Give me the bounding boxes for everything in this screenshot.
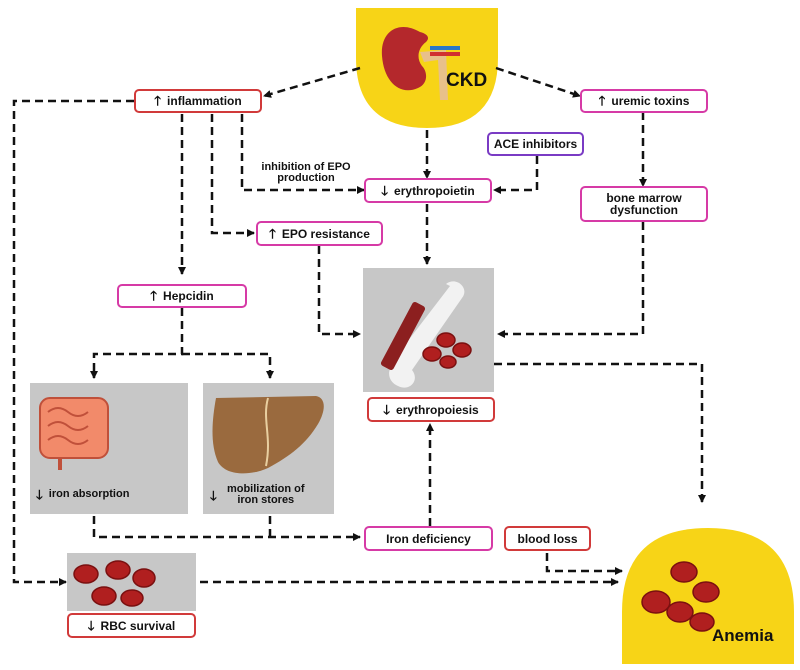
box-rbc-survival: 🡓 RBC survival [67, 613, 196, 638]
box-blood-loss: blood loss [504, 526, 591, 551]
erythropoietin-label: erythropoietin [394, 183, 475, 198]
intestine-icon [39, 397, 109, 470]
box-iron-deficiency: Iron deficiency [364, 526, 493, 551]
down-arrow-icon: 🡓 [381, 182, 389, 198]
anemia-title: Anemia [712, 626, 774, 645]
box-hepcidin: 🡑 Hepcidin [117, 284, 247, 308]
up-arrow-icon: 🡑 [598, 93, 606, 108]
mobilization-caption: 🡓 mobilization of iron stores [210, 484, 332, 506]
edge-ace-epo [493, 156, 539, 194]
edge-hepcidin-split [90, 308, 184, 379]
box-erythropoiesis: 🡓 erythropoiesis [367, 397, 495, 422]
hepcidin-label: Hepcidin [163, 289, 214, 303]
box-inflammation: 🡑 inflammation [134, 89, 262, 113]
erythropoiesis-label: erythropoiesis [396, 402, 479, 417]
up-arrow-icon: 🡑 [269, 225, 276, 241]
down-arrow-icon: 🡓 [87, 617, 95, 633]
box-erythropoietin: 🡓 erythropoietin [364, 178, 492, 203]
edge-intestine-irondef [92, 516, 361, 541]
box-bone-marrow: bone marrow dysfunction [580, 186, 708, 222]
bone-icon [380, 281, 465, 388]
edge-inflammation-epo [240, 114, 365, 194]
edge-inflammation-rbc [12, 99, 134, 586]
ckd-blob [356, 8, 498, 128]
blood-loss-label: blood loss [517, 531, 578, 546]
iron-deficiency-label: Iron deficiency [386, 531, 471, 546]
connectors [12, 66, 706, 586]
inflammation-label: inflammation [167, 94, 242, 108]
up-arrow-icon: 🡑 [154, 93, 162, 108]
rbc-survival-cells [73, 560, 156, 607]
edge-bloodloss-anemia [545, 553, 623, 575]
kidney-icon [381, 26, 460, 100]
iron-absorption-caption: 🡓 iron absorption [36, 487, 184, 502]
up-arrow-icon: 🡑 [150, 288, 158, 303]
edge-ckd-inflammation [263, 66, 361, 98]
bone-marrow-label: bone marrow dysfunction [606, 191, 682, 217]
inhibition-epo-label: inhibition of EPO production [261, 161, 351, 184]
down-arrow-icon: 🡓 [36, 487, 43, 502]
box-epo-resistance: 🡑 EPO resistance [256, 221, 383, 246]
down-arrow-icon: 🡓 [210, 487, 217, 503]
edge-ckd-uremic [495, 66, 581, 98]
edge-hepcidin-liver [182, 352, 274, 379]
edge-bonemarrow-erythropoiesis [497, 222, 645, 338]
box-uremic-toxins: 🡑 uremic toxins [580, 89, 708, 113]
box-ace-inhibitors: ACE inhibitors [487, 132, 584, 156]
down-arrow-icon: 🡓 [383, 401, 391, 417]
iron-absorption-label: iron absorption [48, 488, 130, 500]
edge-inflammation-eporesist [210, 114, 255, 237]
uremic-toxins-label: uremic toxins [611, 94, 690, 108]
epo-resistance-label: EPO resistance [281, 226, 370, 241]
edge-eporesist-erythropoiesis [317, 246, 361, 338]
ckd-title: CKD [446, 70, 488, 91]
edge-erythropoiesis-anemia [494, 362, 706, 503]
rbc-survival-label: RBC survival [100, 618, 176, 633]
anemia-rbc-cluster [641, 561, 720, 632]
mobilization-label: mobilization of iron stores [226, 483, 305, 506]
ace-inhibitors-label: ACE inhibitors [493, 137, 578, 151]
marrow-rbc-cluster [422, 332, 472, 369]
